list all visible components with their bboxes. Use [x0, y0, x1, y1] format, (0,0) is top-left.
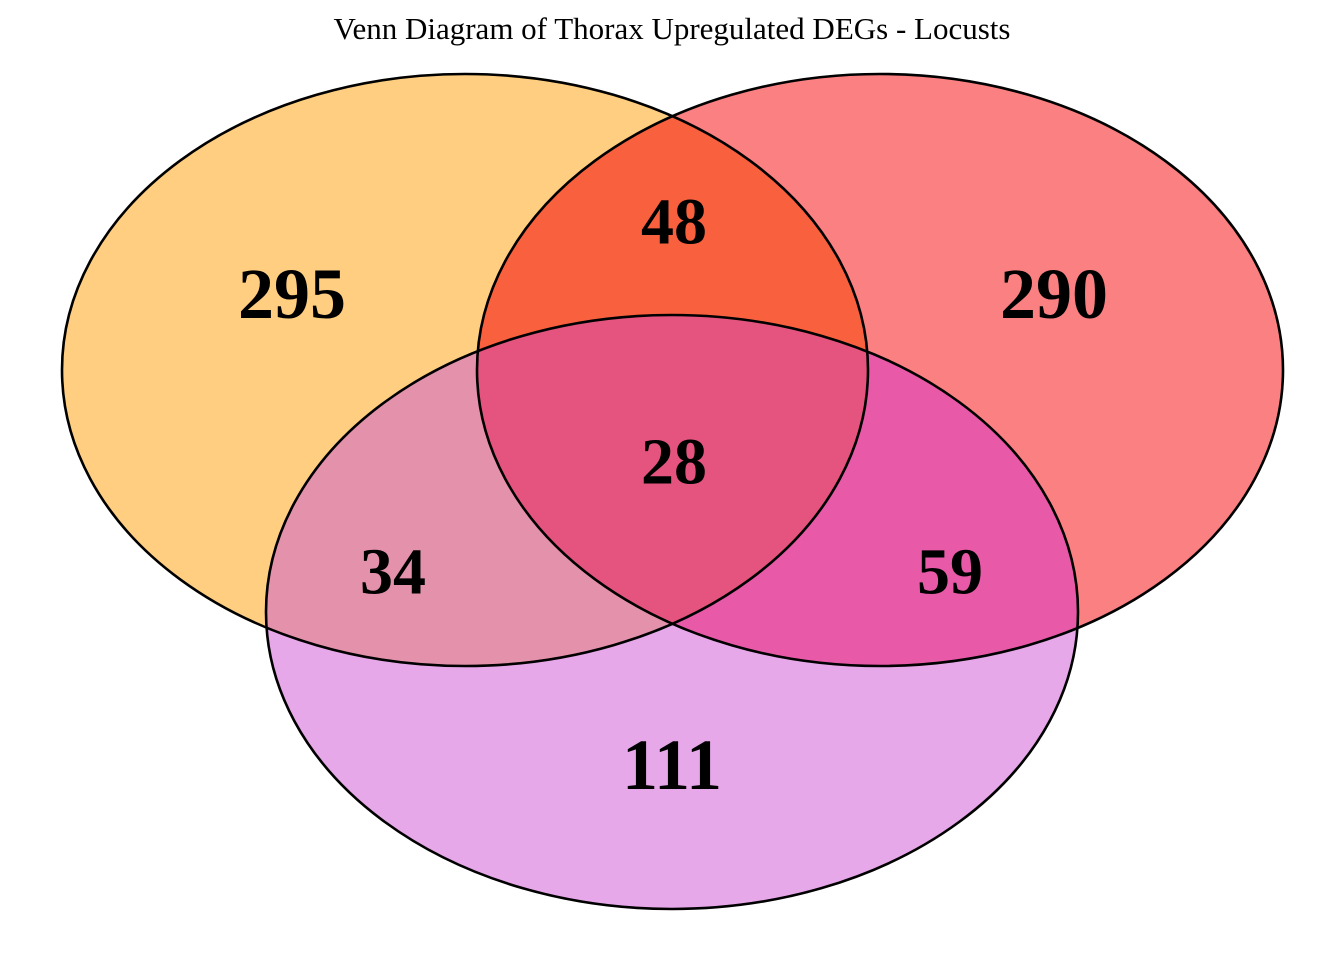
set-a-outline — [60, 72, 870, 668]
region-label-c-only: 111 — [622, 725, 722, 805]
region-label-a-only: 295 — [238, 254, 346, 334]
region-label-ab: 48 — [641, 186, 707, 259]
region-label-ac: 34 — [360, 536, 426, 609]
region-label-abc: 28 — [641, 426, 707, 499]
set-b-outline — [475, 72, 1285, 668]
region-label-b-only: 290 — [1000, 254, 1108, 334]
venn-region-labels: 295 290 111 48 34 59 28 — [238, 186, 1108, 806]
chart-title: Venn Diagram of Thorax Upregulated DEGs … — [334, 11, 1011, 46]
set-c-outline — [264, 313, 1080, 911]
region-label-bc: 59 — [917, 536, 983, 609]
venn-set-outlines — [60, 72, 1285, 911]
